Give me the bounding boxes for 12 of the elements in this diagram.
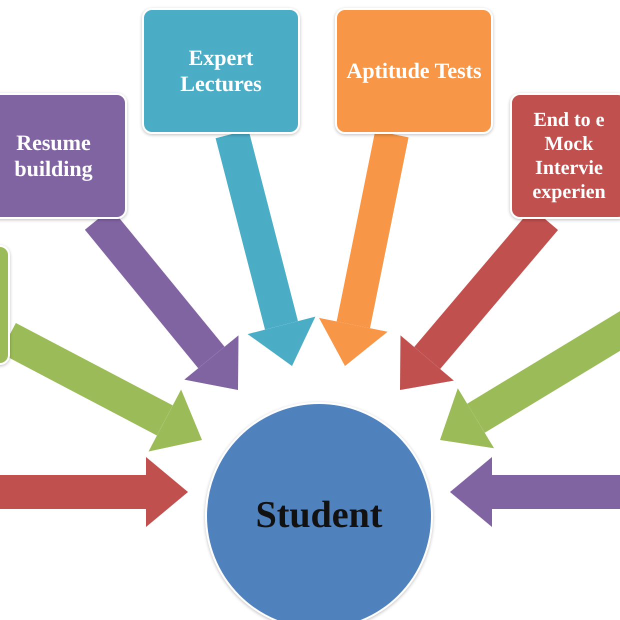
arrow: [440, 310, 620, 448]
topic-box: [0, 93, 127, 219]
node-label: Aptitude Tests: [345, 58, 483, 84]
node-label: Student: [254, 493, 384, 538]
arrow: [0, 457, 188, 527]
node-label: Expert Lectures: [179, 44, 263, 98]
arrow: [450, 457, 620, 527]
node-label: Resume building: [13, 130, 94, 182]
topic-box: [142, 8, 300, 134]
node-label: End to e Mock Intervie experien: [531, 108, 607, 204]
topic-box: [335, 8, 493, 134]
topic-box: [510, 93, 620, 219]
